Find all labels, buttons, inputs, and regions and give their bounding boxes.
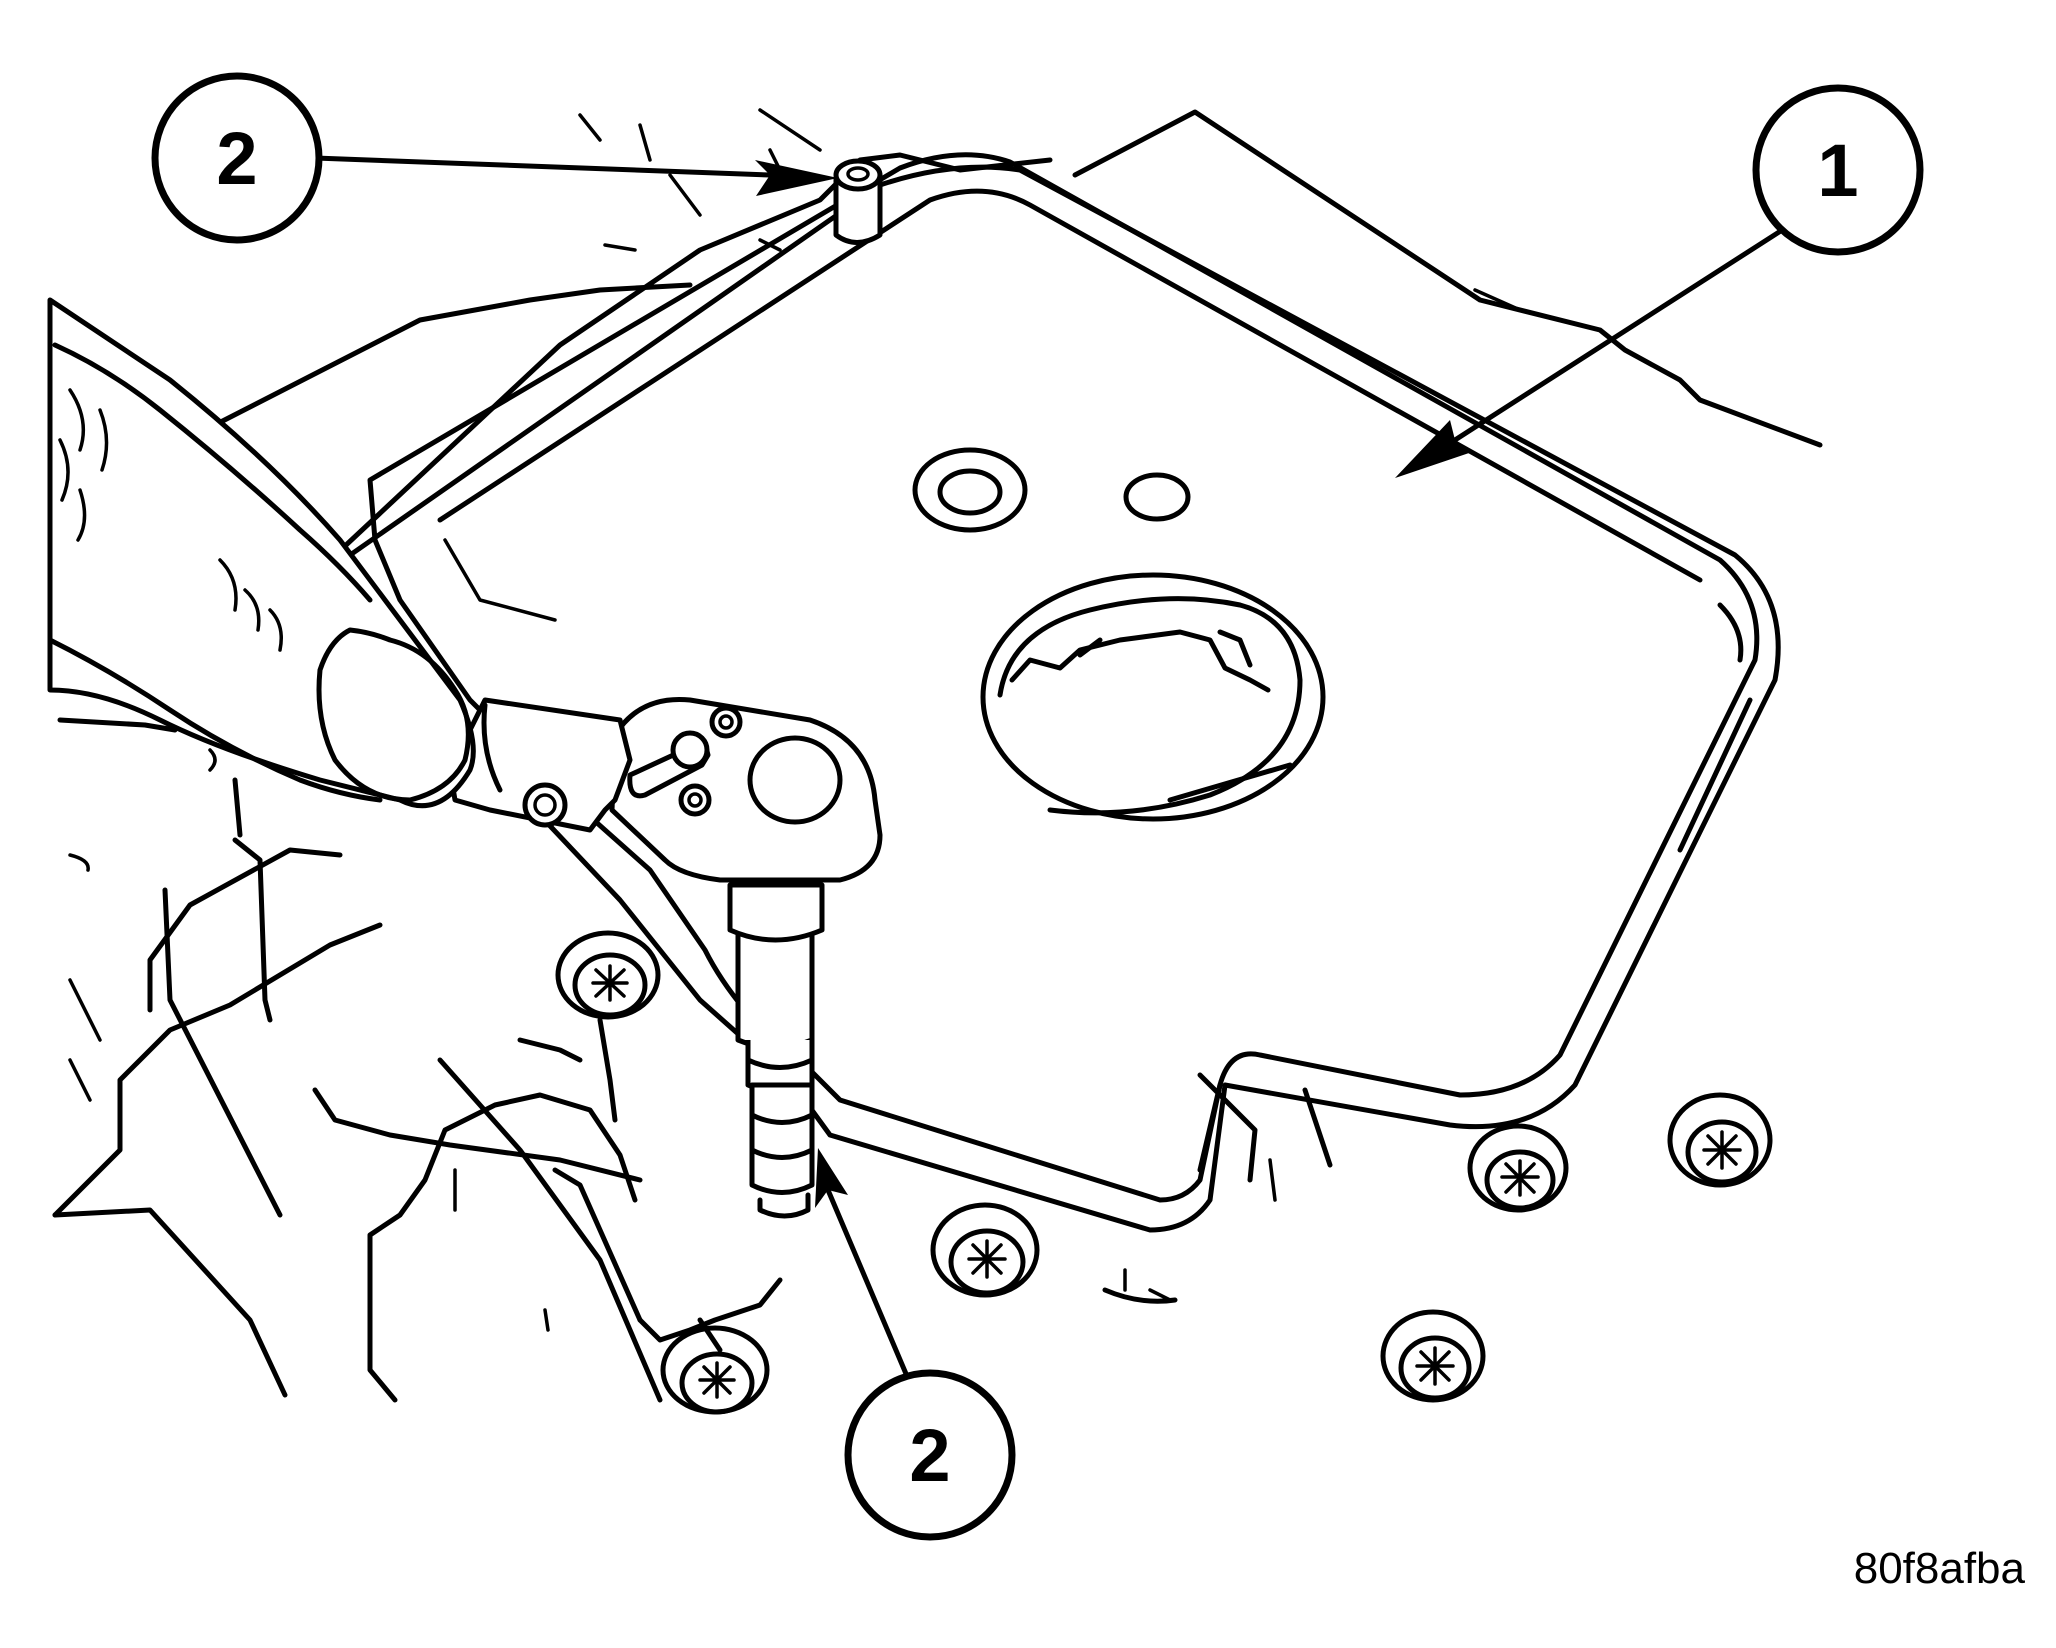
callout-leader-lines — [312, 155, 1793, 1398]
callout-2-top: 2 — [151, 72, 323, 244]
figure-id: 80f8afba — [1854, 1544, 2026, 1593]
callout-2-bottom-label: 2 — [909, 1414, 950, 1497]
technician-hand — [47, 297, 476, 872]
pan-bolts — [555, 930, 1773, 1415]
callout-2-bottom: 2 — [844, 1369, 1016, 1541]
bolt — [660, 1325, 770, 1415]
arrow-head — [755, 160, 838, 196]
ratchet-wrench — [447, 696, 883, 1219]
bolt — [1467, 1123, 1569, 1213]
bolt — [1380, 1309, 1486, 1403]
callout-2-top-label: 2 — [216, 117, 257, 200]
arrow-head — [815, 1148, 848, 1208]
arrow-head — [1395, 420, 1472, 478]
callout-1: 1 — [1752, 84, 1924, 256]
bolt — [555, 930, 661, 1020]
oil-pan — [297, 152, 1781, 1304]
bolt — [930, 1202, 1040, 1298]
bolt — [1667, 1092, 1773, 1188]
callout-1-label: 1 — [1817, 129, 1858, 212]
transmission-housing — [52, 108, 1823, 1403]
alignment-dowel-top — [833, 158, 883, 245]
